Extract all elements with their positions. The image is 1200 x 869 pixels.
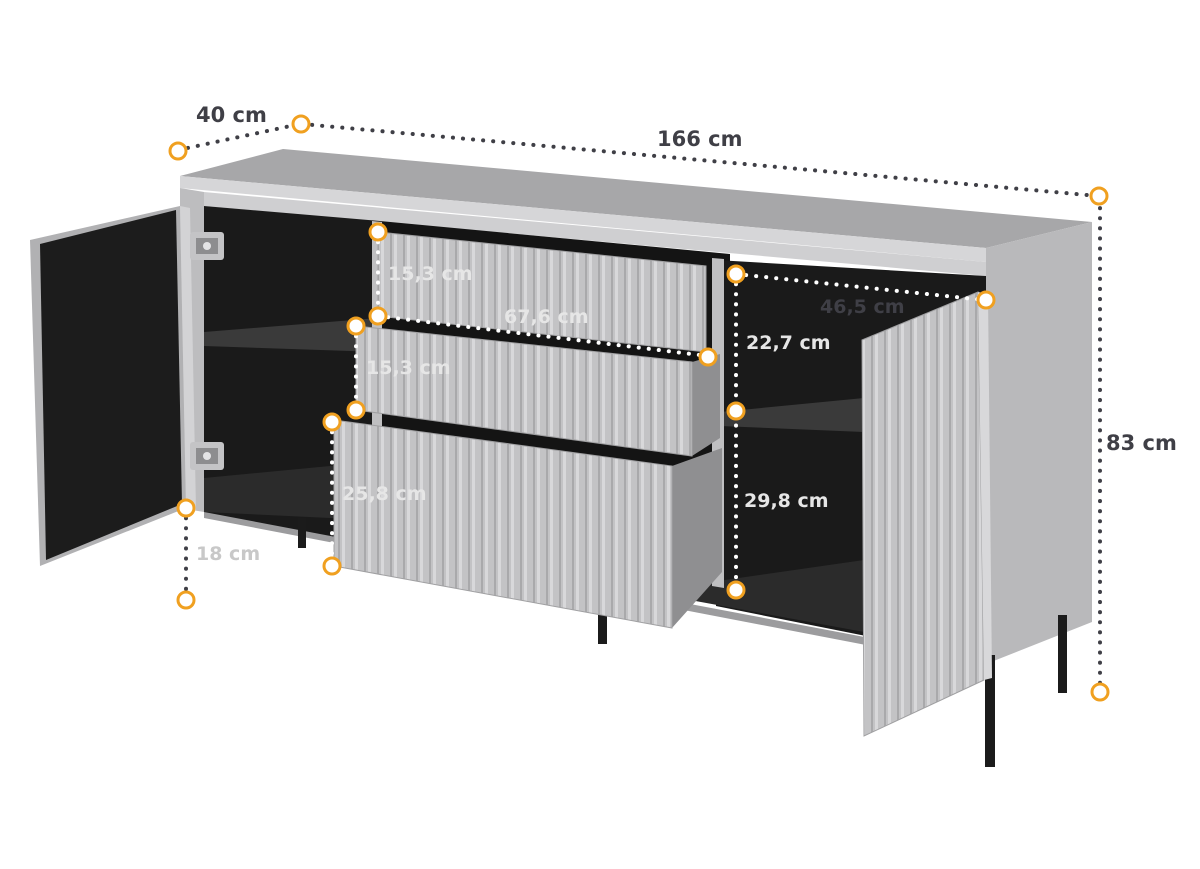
- circle-marker-icon: [726, 580, 746, 600]
- dimension-labels: 40 cm 166 cm 83 cm 15,3 cm 67,6 cm 15,3 …: [196, 103, 1177, 565]
- circle-marker-icon: [1090, 682, 1110, 702]
- cabinet-right-side: [986, 222, 1092, 664]
- depth-dimension-line: [176, 122, 302, 152]
- right-compartment-shelf: [720, 398, 864, 432]
- right-compartment-bottom: [690, 560, 864, 632]
- left-door: [30, 206, 196, 566]
- left-door-inner-face: [40, 210, 182, 560]
- middle-drawer-height-label: 15,3 cm: [366, 357, 451, 379]
- circle-marker-icon: [976, 290, 996, 310]
- leg-front-middle: [598, 600, 607, 644]
- drawer-width-label: 67,6 cm: [504, 306, 589, 328]
- drawer-middle-side: [692, 354, 720, 456]
- drawer-middle-front: [355, 325, 693, 457]
- drawer-middle: [355, 325, 720, 457]
- leg-front-right: [985, 655, 995, 767]
- circle-marker-icon: [1089, 186, 1109, 206]
- circle-marker-icon: [176, 590, 196, 610]
- top-drawer-height-label: 15,3 cm: [388, 263, 473, 285]
- upper-compartment-height-label: 22,7 cm: [746, 332, 831, 354]
- height-label: 83 cm: [1106, 431, 1177, 455]
- circle-marker-icon: [726, 401, 746, 421]
- leg-height-label: 18 cm: [196, 543, 260, 565]
- drawer-bottom-front: [333, 419, 673, 629]
- shelf-depth-label: 46,5 cm: [820, 296, 905, 318]
- cabinet-top-edge: [180, 176, 986, 262]
- width-label: 166 cm: [657, 127, 742, 151]
- drawer-bottom: [333, 419, 722, 629]
- cabinet-frame-band: [204, 192, 986, 276]
- circle-marker-icon: [168, 141, 188, 161]
- circle-marker-icon: [176, 498, 196, 518]
- circle-marker-icon: [322, 412, 342, 432]
- circle-marker-icon: [291, 114, 311, 134]
- leg-front-left: [298, 518, 306, 548]
- dimension-markers: [168, 114, 1110, 702]
- bottom-drawer-height-label: 25,8 cm: [342, 483, 427, 505]
- shelf-depth-line: [734, 272, 986, 302]
- left-door-edge: [180, 206, 196, 510]
- circle-marker-icon: [368, 306, 388, 326]
- right-door: [861, 291, 992, 737]
- cabinet-legs: [298, 518, 1067, 767]
- dimension-lines: [176, 122, 1102, 694]
- right-door-front: [861, 291, 985, 737]
- hinge-icon-upper: [190, 232, 224, 260]
- depth-label: 40 cm: [196, 103, 267, 127]
- circle-marker-icon: [726, 264, 746, 284]
- cabinet-top-surface: [180, 149, 1092, 248]
- drawer-bottom-side: [672, 448, 722, 628]
- circle-marker-icon: [322, 556, 342, 576]
- leg-back-right: [1058, 615, 1067, 693]
- circle-marker-icon: [346, 316, 366, 336]
- left-compartment-shelf: [204, 318, 380, 352]
- right-door-edge: [978, 292, 992, 680]
- hinge-icon-lower: [190, 442, 224, 470]
- circle-marker-icon: [368, 222, 388, 242]
- width-dimension-line: [300, 122, 1100, 198]
- lower-compartment-height-label: 29,8 cm: [744, 490, 829, 512]
- circle-marker-icon: [346, 400, 366, 420]
- circle-marker-icon: [698, 347, 718, 367]
- left-compartment-bottom: [204, 462, 372, 520]
